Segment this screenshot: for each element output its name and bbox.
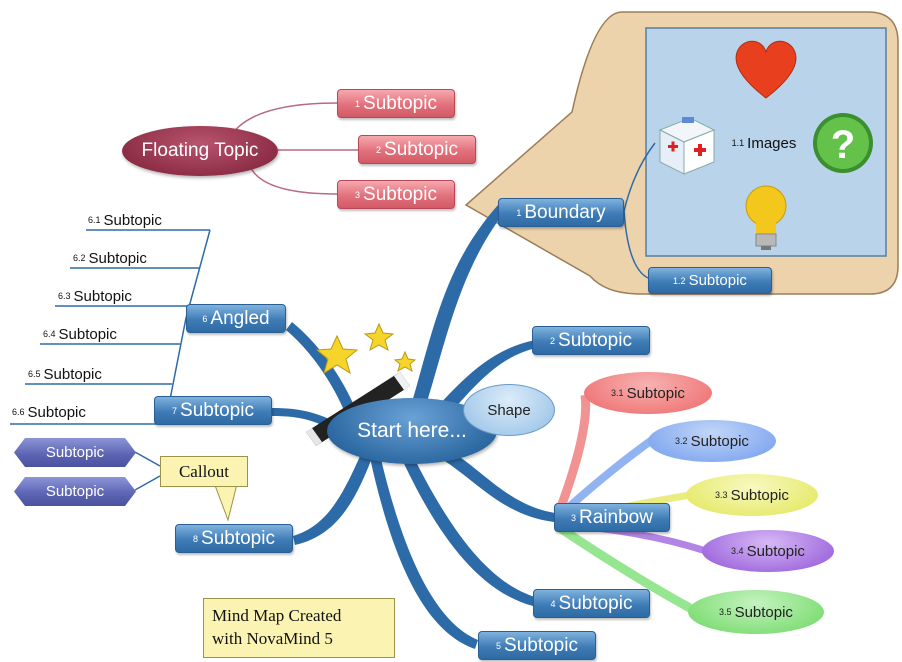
topic-number: 3.4 xyxy=(731,546,744,556)
callout-subtopic[interactable]: Subtopic xyxy=(14,477,136,506)
topic-label: Subtopic xyxy=(363,92,437,114)
branch-1 xyxy=(405,205,503,430)
topic-label: Subtopic xyxy=(688,272,747,289)
topic-label: Subtopic xyxy=(558,329,632,351)
topic-number: 6.5 xyxy=(28,369,41,379)
topic-number: 5 xyxy=(496,640,502,651)
topic-number: 4 xyxy=(550,598,556,609)
topic-number: 3.2 xyxy=(675,436,688,446)
branch-6 xyxy=(286,322,360,425)
topic-number: 1 xyxy=(516,207,522,218)
topic-number: 6.4 xyxy=(43,329,56,339)
topic-number: 3 xyxy=(355,189,361,200)
topic-label: Subtopic xyxy=(730,486,789,504)
topic-label: Subtopic xyxy=(73,287,132,305)
topic-label: Subtopic xyxy=(504,634,578,656)
topic-label: Boundary xyxy=(524,201,606,223)
topic-label: Subtopic xyxy=(558,592,633,614)
note-line: with NovaMind 5 xyxy=(212,629,333,648)
topic-number: 8 xyxy=(193,533,199,544)
topic-label: Subtopic xyxy=(180,399,254,421)
topic-label: Subtopic xyxy=(746,542,805,560)
topic-number: 2 xyxy=(376,144,382,155)
note-line: Mind Map Created xyxy=(212,606,342,625)
callout-subtopic[interactable]: Subtopic xyxy=(14,438,136,467)
callout-box[interactable]: Callout xyxy=(160,456,248,487)
lightbulb-icon xyxy=(745,185,787,250)
heart-icon xyxy=(735,40,797,99)
branch-4 xyxy=(400,450,535,606)
topic-label: Subtopic xyxy=(734,603,793,621)
shape-topic[interactable]: Shape xyxy=(463,384,555,436)
topic-number: 1.2 xyxy=(673,275,686,286)
topic-label: Subtopic xyxy=(88,249,147,267)
first-aid-icon xyxy=(658,117,716,175)
branch-5 xyxy=(370,455,478,649)
topic-label: Subtopic xyxy=(58,325,117,343)
branch-3 xyxy=(435,445,555,522)
branch-7 xyxy=(272,408,350,438)
topic-number: 7 xyxy=(172,405,178,416)
topic-label: Images xyxy=(747,134,797,152)
topic-label: Subtopic xyxy=(201,527,275,549)
topic-label: Angled xyxy=(210,307,270,329)
topic-number: 1.1 xyxy=(731,138,745,148)
topic-number: 3.5 xyxy=(719,607,732,617)
help-icon: ? xyxy=(813,113,873,173)
branch-8 xyxy=(293,445,375,545)
topic-label: Subtopic xyxy=(626,384,685,402)
topic-number: 6.2 xyxy=(73,253,86,263)
floating-topic[interactable]: Floating Topic xyxy=(122,126,278,176)
topic-number: 6.3 xyxy=(58,291,71,301)
topic-number: 6.6 xyxy=(12,407,25,417)
topic-label: Subtopic xyxy=(690,432,749,450)
topic-label: Subtopic xyxy=(103,211,162,229)
topic-label: Subtopic xyxy=(43,365,102,383)
topic-label: Rainbow xyxy=(579,506,653,528)
note-box: Mind Map Created with NovaMind 5 xyxy=(203,598,395,658)
topic-number: 3 xyxy=(571,512,577,523)
topic-number: 3.3 xyxy=(715,490,728,500)
svg-text:?: ? xyxy=(831,123,855,167)
topic-number: 6.1 xyxy=(88,215,101,225)
topic-number: 2 xyxy=(550,335,556,346)
topic-label: Subtopic xyxy=(363,183,437,205)
topic-number: 6 xyxy=(202,313,208,324)
topic-number: 1 xyxy=(355,98,361,109)
topic-label: Subtopic xyxy=(27,403,86,421)
topic-number: 3.1 xyxy=(611,388,624,398)
topic-label: Subtopic xyxy=(384,138,458,160)
